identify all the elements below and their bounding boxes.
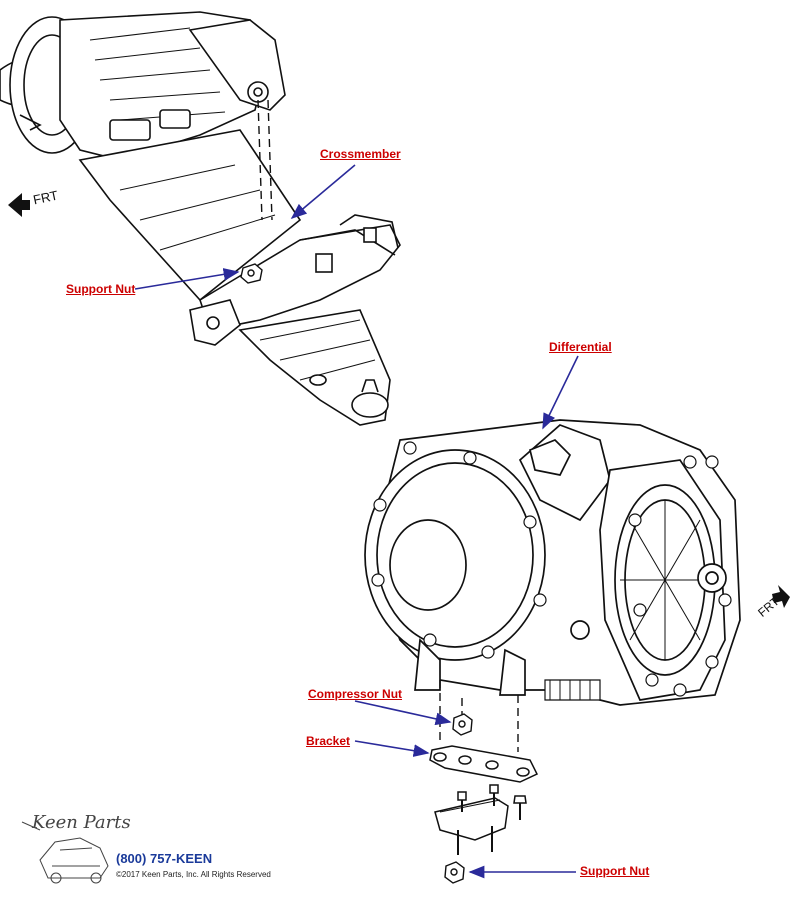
bracket-label: Bracket (306, 734, 351, 748)
crossmember-drawing (78, 129, 401, 426)
alignment-line-top (257, 99, 273, 221)
bottom-support-nut (444, 861, 465, 884)
differential-label: Differential (549, 340, 612, 354)
copyright-text: ©2017 Keen Parts, Inc. All Rights Reserv… (116, 870, 271, 879)
keen-parts-logo-icon (21, 821, 109, 884)
compressor-nut (452, 713, 473, 736)
phone-number[interactable]: (800) 757-KEEN (116, 851, 213, 866)
mount-block (434, 784, 527, 855)
brand-logo: Keen Parts (32, 812, 131, 833)
callout-arrows (134, 164, 579, 879)
support-nut-top-label: Support Nut (66, 282, 136, 296)
alignment-lines-bottom (439, 680, 519, 752)
front-arrow-top-left-icon (8, 193, 30, 217)
bracket-part (429, 745, 539, 783)
top-support-nut (240, 263, 263, 284)
compressor-nut-label: Compressor Nut (308, 687, 403, 701)
support-nut-bottom-label: Support Nut (580, 864, 650, 878)
crossmember-label: Crossmember (320, 147, 401, 161)
front-arrow-right-icon (772, 585, 790, 608)
differential-drawing (364, 419, 741, 706)
transmission-drawing (0, 11, 286, 161)
